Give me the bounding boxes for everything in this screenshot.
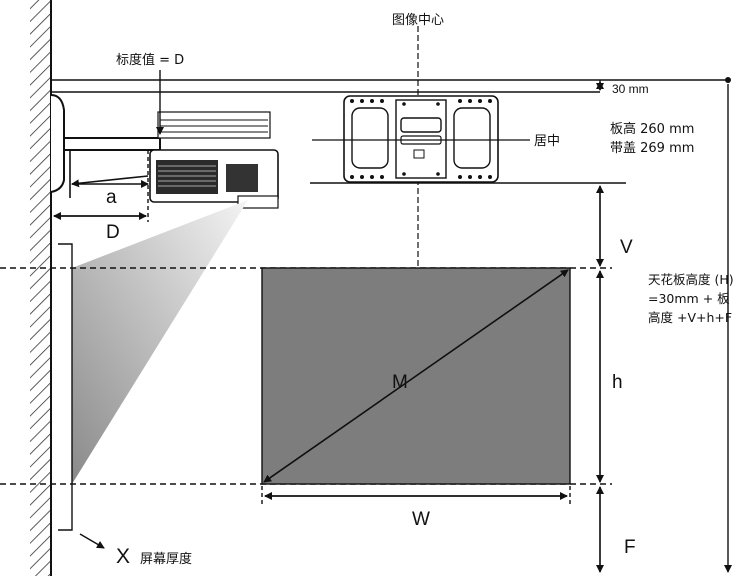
wall (30, 0, 52, 576)
mount-plate (343, 95, 499, 183)
ceiling-lines (51, 79, 728, 184)
scale-value-label: 标度值 = D (116, 52, 184, 68)
dimension-d (53, 150, 149, 222)
label-v: V (620, 237, 633, 258)
label-x: X (116, 545, 130, 568)
dimension-w (261, 486, 571, 504)
projector (149, 149, 279, 209)
dimension-a (69, 150, 149, 198)
projection-beam (72, 200, 248, 484)
label-a: a (106, 187, 117, 208)
wall-mount-arm (50, 94, 271, 193)
label-d: D (106, 222, 120, 243)
plate-height-label: 板高 260 mm (610, 121, 694, 137)
label-w: W (412, 509, 430, 530)
label-m: M (392, 372, 408, 393)
screen-thickness-bracket (58, 243, 73, 531)
label-h: h (612, 372, 623, 393)
screen (261, 267, 571, 485)
label-f: F (624, 537, 636, 558)
ceiling-point (725, 77, 731, 83)
ceiling-height-line2: =30mm + 板 (648, 291, 730, 306)
center-label: 居中 (534, 134, 560, 149)
screen-thickness-label: 屏幕厚度 (140, 551, 192, 567)
gap-30mm-label: 30 mm (612, 82, 649, 96)
with-cover-label: 带盖 269 mm (610, 141, 694, 156)
ceiling-height-line3: 高度 +V+h+F (648, 310, 732, 325)
image-center-label: 图像中心 (392, 13, 444, 28)
vertical-dimensions (596, 80, 732, 573)
screen-thickness-arrow (79, 533, 105, 549)
ceiling-height-line1: 天花板高度 (H) (648, 272, 734, 287)
